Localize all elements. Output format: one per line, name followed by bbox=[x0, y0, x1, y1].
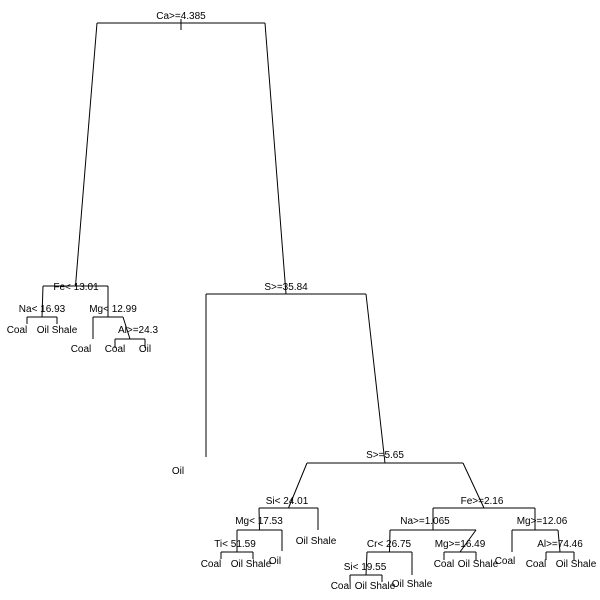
branch-n30-n60 bbox=[389, 529, 391, 553]
branch-n31-n63 bbox=[557, 529, 561, 553]
branch-n3-n7 bbox=[365, 293, 386, 464]
leaf-label-l127: Oil Shale bbox=[556, 559, 597, 570]
split-label-n5: Mg< 12.99 bbox=[89, 304, 137, 315]
split-label-n56: Ti< 51.59 bbox=[214, 539, 256, 550]
leaf-label-l241: Oil Shale bbox=[355, 581, 396, 592]
branch-n7-n15 bbox=[462, 462, 485, 509]
split-label-n4: Na< 16.93 bbox=[19, 304, 66, 315]
split-label-n63: Al>=74.46 bbox=[537, 539, 583, 550]
tree-edges bbox=[26, 19, 575, 582]
branch-n7-n14 bbox=[288, 462, 308, 509]
branch-n14-n28 bbox=[258, 507, 260, 531]
branch-root-n3 bbox=[264, 22, 287, 295]
leaf-label-l62: Coal bbox=[495, 556, 516, 567]
split-label-n14: Si< 24.01 bbox=[266, 496, 309, 507]
leaf-label-l113: Oil Shale bbox=[231, 559, 272, 570]
split-label-n28: Mg< 17.53 bbox=[235, 516, 283, 527]
split-label-n30: Na>=1.065 bbox=[400, 516, 450, 527]
split-label-n31: Mg>=12.06 bbox=[517, 516, 568, 527]
split-label-n2: Fe< 13.01 bbox=[53, 282, 99, 293]
branch-n5-n11 bbox=[122, 316, 131, 340]
branch-root-n2 bbox=[75, 22, 98, 287]
leaf-label-l122: Coal bbox=[434, 559, 455, 570]
split-label-n60: Cr< 26.75 bbox=[367, 539, 412, 550]
split-label-n3: S>=35.84 bbox=[264, 282, 308, 293]
leaf-label-l6: Oil bbox=[172, 466, 184, 477]
leaf-label-l57: Oil bbox=[269, 556, 281, 567]
split-label-root: Ca>=4.385 bbox=[156, 11, 206, 22]
leaf-label-l29: Oil Shale bbox=[296, 536, 337, 547]
leaf-label-l10: Coal bbox=[71, 344, 92, 355]
leaf-label-l23: Oil bbox=[139, 344, 151, 355]
split-label-n11: Al>=24.3 bbox=[118, 325, 158, 336]
leaf-label-l240: Coal bbox=[331, 581, 352, 592]
split-label-n61: Mg>=16.49 bbox=[435, 539, 486, 550]
split-label-n7: S>=5.65 bbox=[366, 450, 404, 461]
leaf-label-l8: Coal bbox=[7, 325, 28, 336]
leaf-label-l9: Oil Shale bbox=[37, 325, 78, 336]
branch-n2-n4 bbox=[41, 285, 44, 318]
split-label-n120: Si< 19.55 bbox=[344, 562, 387, 573]
leaf-label-l112: Coal bbox=[201, 559, 222, 570]
leaf-label-l126: Coal bbox=[526, 559, 547, 570]
leaf-label-l121: Oil Shale bbox=[392, 579, 433, 590]
branch-n30-n61 bbox=[459, 529, 477, 553]
leaf-label-l22: Coal bbox=[105, 344, 126, 355]
leaf-label-l123: Oil Shale bbox=[458, 559, 499, 570]
branch-n60-n120 bbox=[365, 551, 368, 576]
split-label-n15: Fe>=2.16 bbox=[461, 496, 504, 507]
